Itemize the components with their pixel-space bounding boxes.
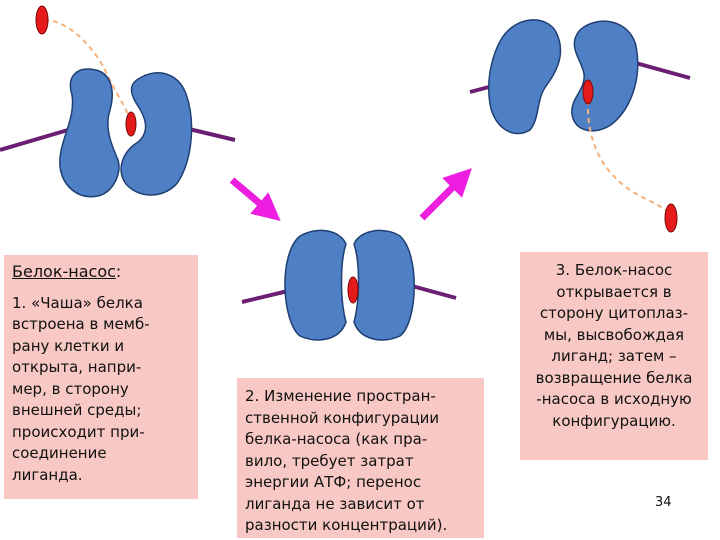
- protein-left-half-2: [284, 229, 347, 341]
- ligand-path-3: [586, 99, 669, 213]
- stage-2-closed: [241, 229, 457, 341]
- ligand-outside-1: [35, 5, 49, 35]
- ligand-bound-1: [125, 111, 137, 137]
- stage-3-open-cytoplasm: [469, 19, 691, 233]
- membrane-left-1: [0, 128, 69, 152]
- protein-left-half-3: [487, 19, 562, 135]
- ligand-path-1: [43, 19, 131, 121]
- step-1-title-colon: :: [115, 262, 122, 281]
- stage-1-open-outside: [0, 5, 236, 198]
- membrane-left-2: [241, 288, 293, 304]
- membrane-right-1: [184, 126, 236, 142]
- step-3-description: 3. Белок-насос открывается в сторону цит…: [520, 252, 708, 460]
- arrow-stage2-to-stage3: [419, 168, 472, 221]
- protein-right-half-1: [120, 72, 193, 196]
- protein-right-half-2: [353, 229, 415, 341]
- protein-left-half-1: [59, 68, 120, 198]
- step-1-title: Белок-насос:: [12, 261, 190, 283]
- step-1-description: Белок-насос: 1. «Чаша» белка встроена в …: [4, 255, 198, 499]
- ligand-release-3: [582, 79, 594, 105]
- step-1-text: 1. «Чаша» белка встроена в мемб- рану кл…: [12, 293, 150, 484]
- step-1-title-text: Белок-насос: [12, 262, 116, 281]
- ligand-enclosed-2: [347, 276, 359, 304]
- protein-right-half-3: [571, 20, 639, 132]
- arrow-stage1-to-stage2: [229, 177, 281, 222]
- step-2-description: 2. Изменение простран- ственной конфигур…: [237, 378, 484, 538]
- page-number: 34: [655, 495, 672, 510]
- ligand-cytoplasm-3: [664, 203, 678, 233]
- membrane-right-3: [631, 60, 691, 80]
- membrane-right-2: [411, 284, 457, 300]
